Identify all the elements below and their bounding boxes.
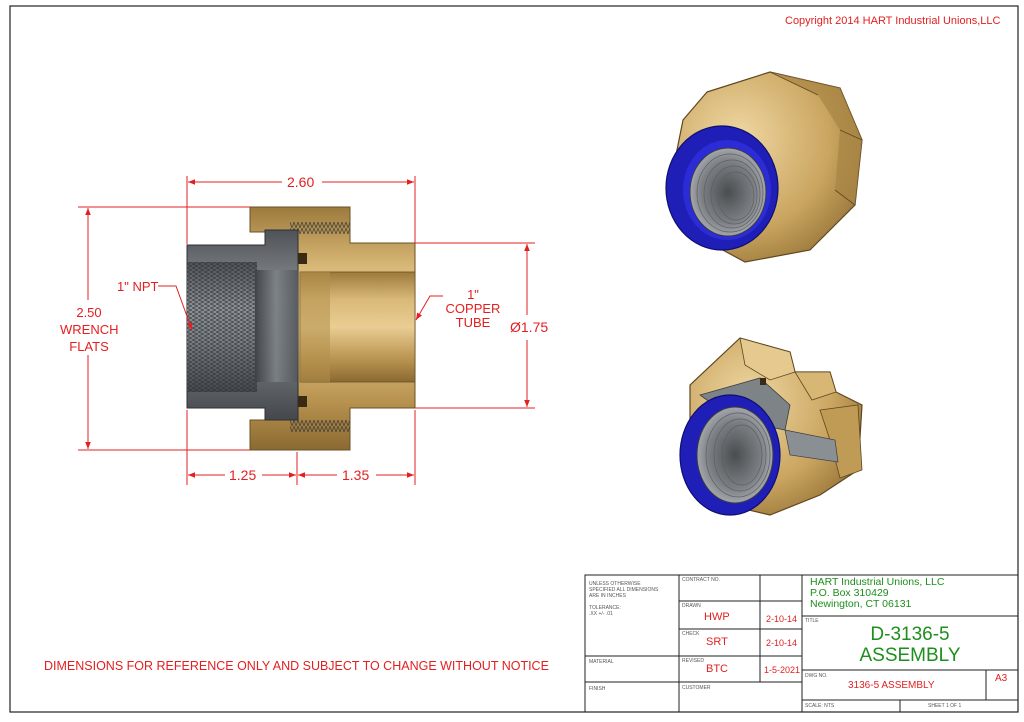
- wrench-flats-value: 2.50: [76, 305, 102, 320]
- label-wrench-flats: 2.50 WRENCH FLATS: [60, 304, 119, 355]
- company-block: HART Industrial Unions, LLC P.O. Box 310…: [810, 577, 944, 610]
- revised-by: BTC: [706, 663, 728, 675]
- note-line: SPECIFIED ALL DIMENSIONS: [589, 587, 659, 593]
- company-name: HART Industrial Unions, LLC: [810, 576, 945, 588]
- sheet-size: A3: [995, 673, 1008, 684]
- copyright-text: Copyright 2014 HART Industrial Unions,LL…: [785, 15, 1001, 27]
- material-label: MATERIAL: [589, 659, 614, 665]
- nut-thread-top: [290, 222, 350, 234]
- drawn-date: 2-10-14: [766, 614, 798, 624]
- copper-tube-line2: TUBE: [455, 315, 491, 330]
- title-label: TITLE: [805, 618, 819, 624]
- drawing-title-subtitle: ASSEMBLY: [859, 645, 961, 666]
- sheet-border: [9, 5, 1019, 713]
- company-address1: P.O. Box 310429: [810, 587, 889, 599]
- reference-notice: DIMENSIONS FOR REFERENCE ONLY AND SUBJEC…: [44, 659, 549, 673]
- sheet-number: SHEET 1 OF 1: [928, 703, 962, 709]
- drawing-number-title: D-3136-5: [870, 624, 950, 645]
- iso-view-cutaway: [679, 337, 863, 516]
- revised-label: REVISED: [682, 658, 704, 664]
- dimension-lines: [78, 176, 535, 485]
- drawn-label: DRAWN: [682, 603, 701, 609]
- checked-by: SRT: [706, 636, 728, 648]
- revised-date: 1-5-2021: [764, 665, 801, 675]
- oring-bottom: [298, 396, 307, 407]
- iso-view-assembled: [665, 71, 863, 263]
- dwg-no: 3136-5 ASSEMBLY: [848, 680, 935, 691]
- finish-label: FINISH: [589, 686, 606, 692]
- wrench-flats-line2: FLATS: [69, 339, 109, 354]
- note-line: UNLESS OTHERWISE: [589, 581, 641, 587]
- dim-left-length: 1.25: [229, 467, 257, 483]
- label-copper-tube: 1" COPPER TUBE: [443, 288, 503, 330]
- company-address2: Newington, CT 06131: [810, 598, 912, 610]
- check-label: CHECK: [682, 631, 700, 637]
- scale-label: SCALE: NTS: [805, 703, 835, 709]
- checked-date: 2-10-14: [766, 638, 798, 648]
- dwg-no-label: DWG NO.: [805, 673, 828, 679]
- drawn-by: HWP: [704, 611, 730, 623]
- note-line: .XX +/- .01: [589, 611, 613, 617]
- oring-top: [298, 253, 307, 264]
- note-line: ARE IN INCHES: [589, 593, 626, 599]
- socket-shoulder: [300, 272, 330, 382]
- tailpiece-bore: [255, 270, 297, 382]
- npt-thread: [187, 262, 257, 392]
- copper-tube-size: 1": [467, 287, 479, 302]
- dim-overall-length: 2.60: [287, 174, 315, 190]
- section-view: [186, 206, 416, 451]
- dim-right-length: 1.35: [342, 467, 370, 483]
- label-npt: 1" NPT: [117, 279, 159, 294]
- drawing-title: D-3136-5 ASSEMBLY: [802, 624, 1018, 666]
- general-notes: UNLESS OTHERWISE SPECIFIED ALL DIMENSION…: [589, 581, 658, 617]
- note-line: TOLERANCE:: [589, 605, 621, 611]
- title-block-grid: [584, 574, 1019, 713]
- contract-label: CONTRACT NO.: [682, 577, 720, 583]
- dim-diameter: Ø1.75: [508, 319, 551, 335]
- copper-tube-line1: COPPER: [445, 301, 501, 316]
- nut-thread-bottom: [290, 420, 350, 432]
- wrench-flats-line1: WRENCH: [60, 322, 119, 337]
- customer-label: CUSTOMER: [682, 685, 711, 691]
